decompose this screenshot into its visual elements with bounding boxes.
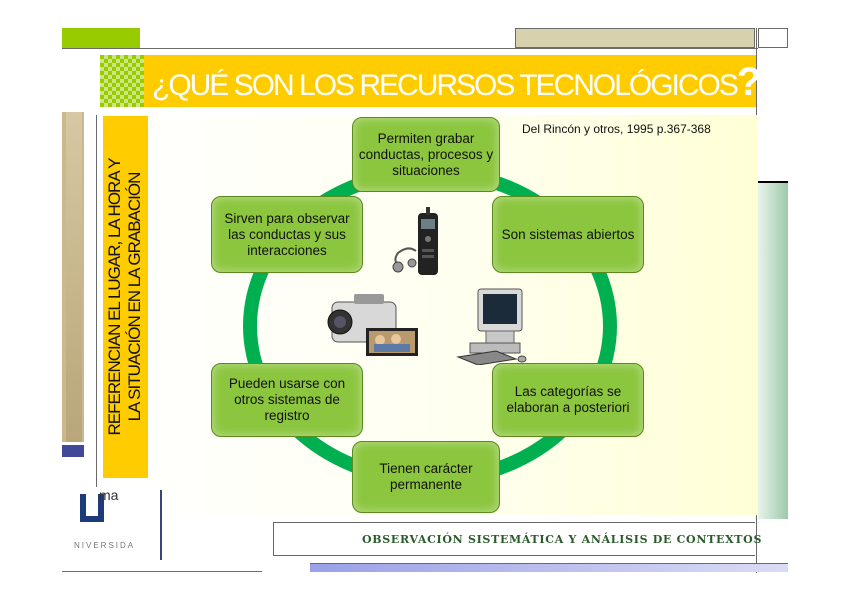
accent-tan-bar xyxy=(515,28,755,48)
slide-title: ¿QUÉ SON LOS RECURSOS TECNOLÓGICOS? xyxy=(152,60,761,104)
title-checker-decoration xyxy=(100,55,144,107)
footer-accent-bar xyxy=(310,563,788,572)
accent-green-bar xyxy=(62,28,140,48)
left-accent-gradient xyxy=(66,112,82,442)
slide-title-mark: ? xyxy=(736,60,762,104)
cycle-node-2: Son sistemas abiertos xyxy=(492,196,644,273)
title-bar xyxy=(144,55,756,107)
cycle-node-1: Permiten grabar conductas, procesos y si… xyxy=(352,117,500,192)
frame-box xyxy=(758,28,788,48)
footer-title: OBSERVACIÓN SISTEMÁTICA Y ANÁLISIS DE CO… xyxy=(362,533,763,546)
side-label-line2: LA SITUACIÓN EN LA GRABACIÓN xyxy=(125,172,144,422)
logo-letter: ma xyxy=(99,487,119,503)
university-logo xyxy=(72,487,162,565)
university-logo-icon xyxy=(80,494,104,522)
cycle-node-4: Tienen carácter permanente xyxy=(352,441,500,513)
cycle-node-3: Las categorías se elaboran a posteriori xyxy=(492,363,644,437)
side-label-box xyxy=(103,116,148,478)
voice-recorder-icon xyxy=(392,207,438,275)
cycle-node-5: Pueden usarse con otros sistemas de regi… xyxy=(211,363,363,437)
camcorder-icon xyxy=(327,294,418,356)
logo-subtext: NIVERSIDA xyxy=(74,541,136,550)
divider xyxy=(62,571,262,572)
divider xyxy=(758,181,788,183)
cycle-node-6: Sirven para observar las conductas y sus… xyxy=(211,196,363,273)
computer-icon xyxy=(456,288,527,365)
left-accent-purple xyxy=(62,445,84,457)
footer-box xyxy=(273,522,755,556)
citation: Del Rincón y otros, 1995 p.367-368 xyxy=(522,122,711,136)
divider xyxy=(160,490,162,560)
side-label: REFERENCIAN EL LUGAR, LA HORA Y LA SITUA… xyxy=(105,117,145,477)
divider xyxy=(96,115,97,565)
right-accent-bar xyxy=(758,183,788,519)
side-label-line1: REFERENCIAN EL LUGAR, LA HORA Y xyxy=(105,158,124,436)
slide-title-text: ¿QUÉ SON LOS RECURSOS TECNOLÓGICOS xyxy=(152,69,739,102)
divider xyxy=(62,48,758,49)
